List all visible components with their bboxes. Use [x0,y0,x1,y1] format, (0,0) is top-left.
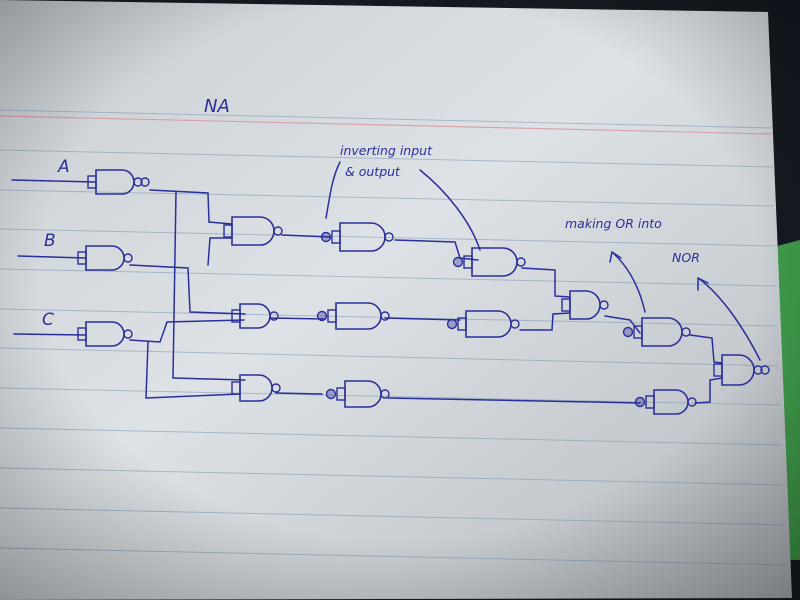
gate-inverted-3b [446,310,520,338]
gate-inverted-3a [452,247,526,277]
gate-nand-1c [231,374,281,402]
gate-inverted-4a [622,317,691,347]
gate-nand-1b [231,303,279,329]
gate-inverted-2c [325,380,390,408]
gate-final-nor [713,354,770,386]
gate-inverter-a [87,169,150,195]
annotation-inverting-line1: inverting input [340,143,433,158]
wires [11,161,761,404]
gate-inverter-c [77,321,133,347]
gate-nand-1a [223,216,283,246]
input-label-b: B [44,231,56,251]
annotation-making-line2: NOR [672,250,700,265]
gate-inverted-2a [320,222,394,252]
gate-inverted-2b [316,302,390,330]
input-label-a: A [57,157,70,177]
gate-inverted-4b [634,389,697,415]
annotation-making-line1: making OR into [565,216,662,231]
logic-gates [77,169,770,415]
annotation-inverting-line2: & output [345,164,401,179]
gate-or-nand [561,290,609,320]
gate-inverter-b [77,245,133,271]
input-label-c: C [42,310,54,330]
page-title: NA [204,96,230,117]
